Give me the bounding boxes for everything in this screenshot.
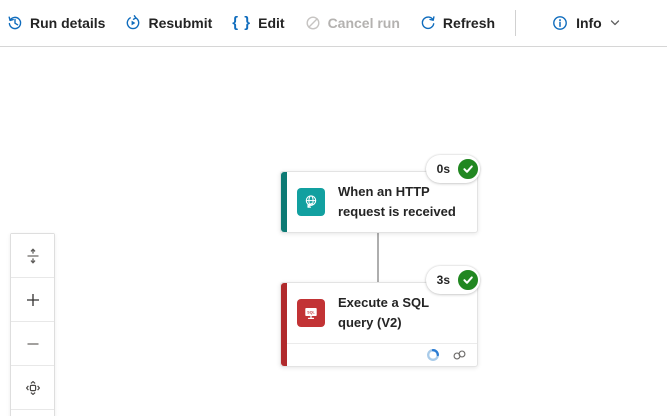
success-check-icon — [456, 268, 480, 292]
zoom-in-button[interactable] — [11, 278, 54, 322]
refresh-button[interactable]: Refresh — [410, 7, 505, 39]
clipped-control-button[interactable] — [11, 410, 54, 416]
node-title: Execute a SQL query (V2) — [338, 295, 429, 330]
toolbar-divider — [515, 10, 517, 36]
workflow-connector-edge — [377, 232, 379, 282]
chevron-down-icon — [610, 20, 619, 26]
node-body: When an HTTP request is received — [281, 172, 477, 232]
node-title: When an HTTP request is received — [338, 184, 456, 219]
fit-view-icon — [25, 380, 40, 395]
duration-label: 0s — [436, 162, 450, 176]
run-details-label: Run details — [30, 15, 106, 31]
resubmit-button[interactable]: Resubmit — [115, 7, 222, 39]
refresh-icon — [421, 16, 435, 30]
node-footer — [287, 343, 477, 366]
cancel-run-button[interactable]: Cancel run — [295, 7, 410, 39]
canvas-controls-panel — [10, 233, 55, 416]
refresh-label: Refresh — [442, 15, 496, 31]
info-button[interactable]: Info — [542, 7, 630, 39]
info-icon — [553, 16, 567, 30]
code-braces-icon: { } — [232, 14, 252, 31]
connection-link-icon[interactable] — [452, 348, 467, 362]
zoom-in-icon — [26, 293, 39, 306]
duration-label: 3s — [436, 273, 450, 287]
svg-text:SQL: SQL — [307, 310, 315, 314]
expand-vertical-icon — [27, 248, 38, 263]
edit-button[interactable]: { } Edit — [222, 7, 294, 39]
run-details-button[interactable]: Run details — [7, 7, 115, 39]
node-accent-bar — [281, 172, 287, 232]
node-accent-bar — [281, 283, 287, 366]
fit-view-button[interactable] — [11, 366, 54, 410]
cancel-icon — [306, 16, 320, 30]
spinner-icon[interactable] — [426, 348, 440, 362]
zoom-out-button[interactable] — [11, 322, 54, 366]
edit-label: Edit — [258, 15, 285, 31]
command-bar: Run details Resubmit { } Edit Cancel run — [0, 0, 667, 47]
http-request-icon — [297, 188, 325, 216]
workflow-node-http-trigger[interactable]: 0s When an HTTP request is received — [280, 155, 480, 233]
sql-monitor-icon: SQL — [297, 299, 325, 327]
duration-status-badge[interactable]: 3s — [425, 266, 480, 294]
info-label: Info — [576, 15, 602, 31]
history-icon — [8, 16, 22, 30]
resubmit-icon — [127, 15, 140, 30]
zoom-out-icon — [27, 342, 38, 345]
cancel-run-label: Cancel run — [327, 15, 400, 31]
success-check-icon — [456, 157, 480, 181]
expand-vertical-button[interactable] — [11, 234, 54, 278]
resubmit-label: Resubmit — [148, 15, 213, 31]
workflow-node-sql-query[interactable]: 3s SQL Execute a SQL query (V2) — [280, 266, 480, 367]
duration-status-badge[interactable]: 0s — [425, 155, 480, 183]
node-body: SQL Execute a SQL query (V2) — [281, 283, 477, 343]
